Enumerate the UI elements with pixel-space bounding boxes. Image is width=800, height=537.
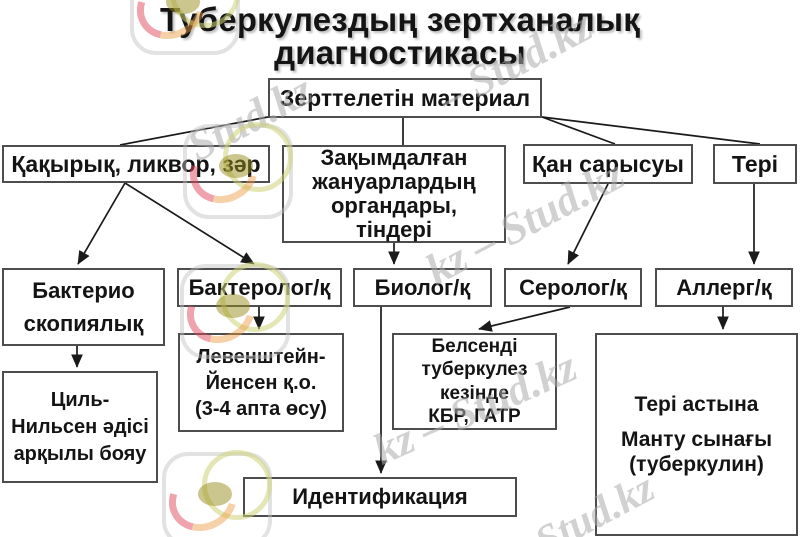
connector bbox=[119, 116, 269, 146]
node-identification: Идентификация bbox=[243, 477, 517, 517]
node-animal-organs: Зақымдалған жануарлардың органдары, тінд… bbox=[282, 145, 506, 243]
arrow bbox=[567, 183, 609, 265]
node-active-tb-tests: Белсенді туберкулез кезінде КБР, ГАТР bbox=[392, 333, 557, 430]
node-lowenstein-jensen: Левенштейн- Йенсен қ.о. (3-4 апта өсу) bbox=[178, 333, 344, 432]
connector bbox=[541, 116, 761, 145]
node-bacteriological: Бактеролог/қ bbox=[177, 268, 342, 307]
node-bacterioscopic: Бактерио скопиялық bbox=[2, 268, 165, 346]
node-biological: Биолог/қ bbox=[353, 268, 492, 307]
arrow bbox=[478, 306, 571, 332]
mantoux-line2: Манту сынағы (туберкулин) bbox=[620, 427, 773, 477]
mantoux-line1: Тері астына bbox=[634, 392, 759, 416]
node-blood-serum: Қан сарысуы bbox=[523, 144, 693, 184]
arrow bbox=[77, 182, 126, 265]
connector bbox=[541, 116, 616, 145]
node-serological: Серолог/қ bbox=[504, 268, 642, 307]
node-mantoux-test: Тері астына Манту сынағы (туберкулин) bbox=[595, 333, 798, 536]
node-material: Зерттелетін материал bbox=[268, 78, 542, 118]
page-title-line2: диагностикасы bbox=[274, 34, 526, 71]
arrow bbox=[124, 182, 255, 265]
node-ziehl-neelsen: Циль- Нильсен әдісі арқылы бояу bbox=[2, 371, 158, 483]
node-allergic: Аллерг/қ bbox=[655, 268, 793, 307]
node-skin: Тері bbox=[713, 144, 797, 184]
node-sputum-liquor-urine: Қақырық, ликвор, зәр bbox=[2, 145, 270, 183]
